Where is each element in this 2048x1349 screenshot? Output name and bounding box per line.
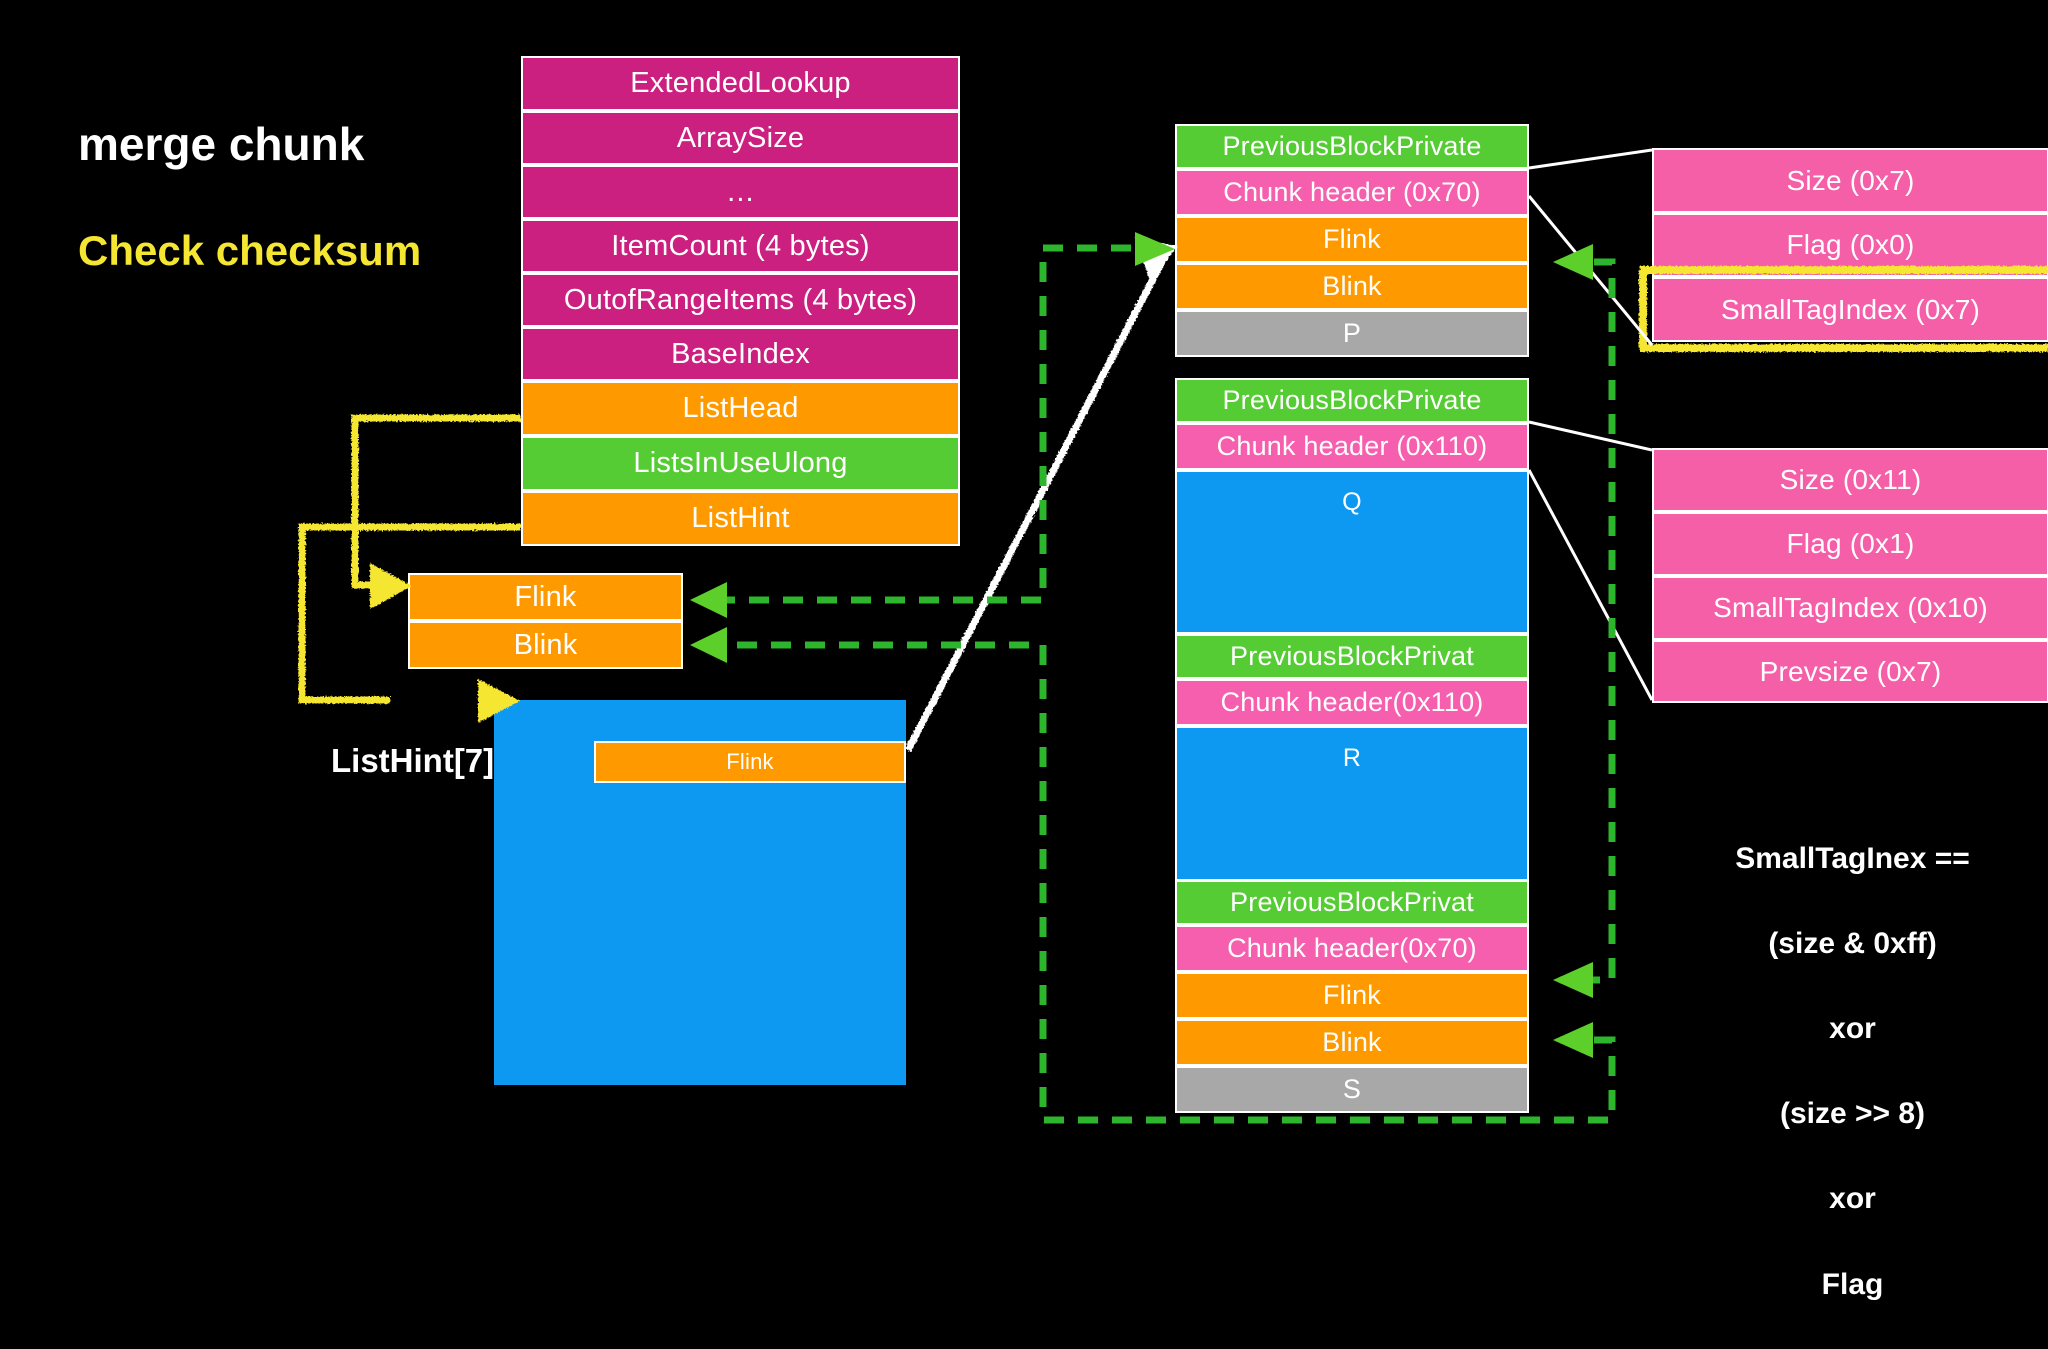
header-decode-box-0x110: Size (0x11) Flag (0x1) SmallTagIndex (0x… (1652, 448, 2048, 703)
decode-top-row-flag: Flag (0x0) (1652, 213, 2048, 277)
yellow-arrowhead-listhead (370, 563, 412, 609)
chunk-P-row-previousblockprivate: PreviousBlockPrivate (1175, 124, 1529, 169)
lfh-row-listsinuseulong: ListsInUseUlong (521, 436, 960, 491)
chunk-S: PreviousBlockPrivat Chunk header(0x70) F… (1175, 880, 1529, 1113)
formula-line-3: (size >> 8) (1779, 1097, 1926, 1131)
decode-bottom-row-smalltagindex: SmallTagIndex (0x10) (1652, 576, 2048, 640)
lfh-row-baseindex: BaseIndex (521, 327, 960, 381)
chunk-Q-row-payload: Q (1175, 470, 1529, 634)
chunk-Q-row-chunk-header: Chunk header (0x110) (1175, 423, 1529, 470)
formula-line-5: Flag (1821, 1267, 1884, 1301)
chunk-R-row-payload: R (1175, 726, 1529, 881)
decode-top-row-smalltagindex: SmallTagIndex (0x7) (1652, 277, 2048, 342)
lfh-structure-table: ExtendedLookup ArraySize … ItemCount (4 … (521, 56, 960, 546)
listhead-entry-block: Flink Blink (408, 573, 683, 669)
listhint-to-chunkP-arrowhead (1135, 238, 1178, 281)
formula-line-0: SmallTagInex == (1735, 841, 1970, 875)
formula-line-4: xor (1829, 1182, 1876, 1216)
lfh-row-itemcount: ItemCount (4 bytes) (521, 219, 960, 273)
decode-bottom-row-prevsize: Prevsize (0x7) (1652, 640, 2048, 703)
lfh-row-ellipsis: … (521, 165, 960, 219)
chunk-R: PreviousBlockPrivat Chunk header(0x110) … (1175, 634, 1529, 881)
checksum-formula: SmallTagInex == (size & 0xff) xor (size … (1660, 795, 2045, 1349)
page-title-merge-chunk: merge chunk (78, 118, 365, 170)
listhead-entry-blink: Blink (408, 621, 683, 669)
chunk-P-row-payload: P (1175, 310, 1529, 357)
listhead-entry-flink: Flink (408, 573, 683, 621)
lfh-row-listhint: ListHint (521, 491, 960, 546)
leader-line-header-0x70 (1527, 148, 1654, 346)
chunk-S-row-previousblockprivate: PreviousBlockPrivat (1175, 880, 1529, 925)
chunk-R-row-chunk-header: Chunk header(0x110) (1175, 679, 1529, 726)
leader-line-header-0x110 (1527, 420, 1654, 701)
chunk-S-row-chunk-header: Chunk header(0x70) (1175, 925, 1529, 972)
diagram-canvas: merge chunk Check checksum ExtendedLooku… (78, 56, 2048, 1301)
decode-bottom-row-flag: Flag (0x1) (1652, 512, 2048, 576)
chunk-Q: PreviousBlockPrivate Chunk header (0x110… (1175, 378, 1529, 634)
lfh-row-outofrangeitems: OutofRangeItems (4 bytes) (521, 273, 960, 327)
decode-bottom-row-size: Size (0x11) (1652, 448, 2048, 512)
yellow-pointer-listhead (351, 414, 521, 589)
lfh-row-extendedlookup: ExtendedLookup (521, 56, 960, 111)
formula-line-1: (size & 0xff) (1768, 926, 1937, 960)
chunk-P-row-chunk-header: Chunk header (0x70) (1175, 169, 1529, 216)
lfh-row-arraysize: ArraySize (521, 111, 960, 165)
chunk-P-row-blink: Blink (1175, 263, 1529, 310)
chunk-R-row-previousblockprivate: PreviousBlockPrivat (1175, 634, 1529, 679)
lfh-row-listhead: ListHead (521, 381, 960, 436)
chunk-Q-row-previousblockprivate: PreviousBlockPrivate (1175, 378, 1529, 423)
formula-line-2: xor (1829, 1011, 1876, 1045)
listhint-7-flink-row: Flink (594, 741, 906, 783)
listhint-7-label: ListHint[7] (331, 742, 495, 779)
page-subtitle-check-checksum: Check checksum (78, 227, 422, 274)
chunk-S-row-payload: S (1175, 1066, 1529, 1113)
chunk-S-row-flink: Flink (1175, 972, 1529, 1019)
chunk-P: PreviousBlockPrivate Chunk header (0x70)… (1175, 124, 1529, 357)
chunk-P-row-flink: Flink (1175, 216, 1529, 263)
chunk-S-row-blink: Blink (1175, 1019, 1529, 1066)
header-decode-box-0x70: Size (0x7) Flag (0x0) SmallTagIndex (0x7… (1652, 148, 2048, 342)
decode-top-row-size: Size (0x7) (1652, 148, 2048, 213)
